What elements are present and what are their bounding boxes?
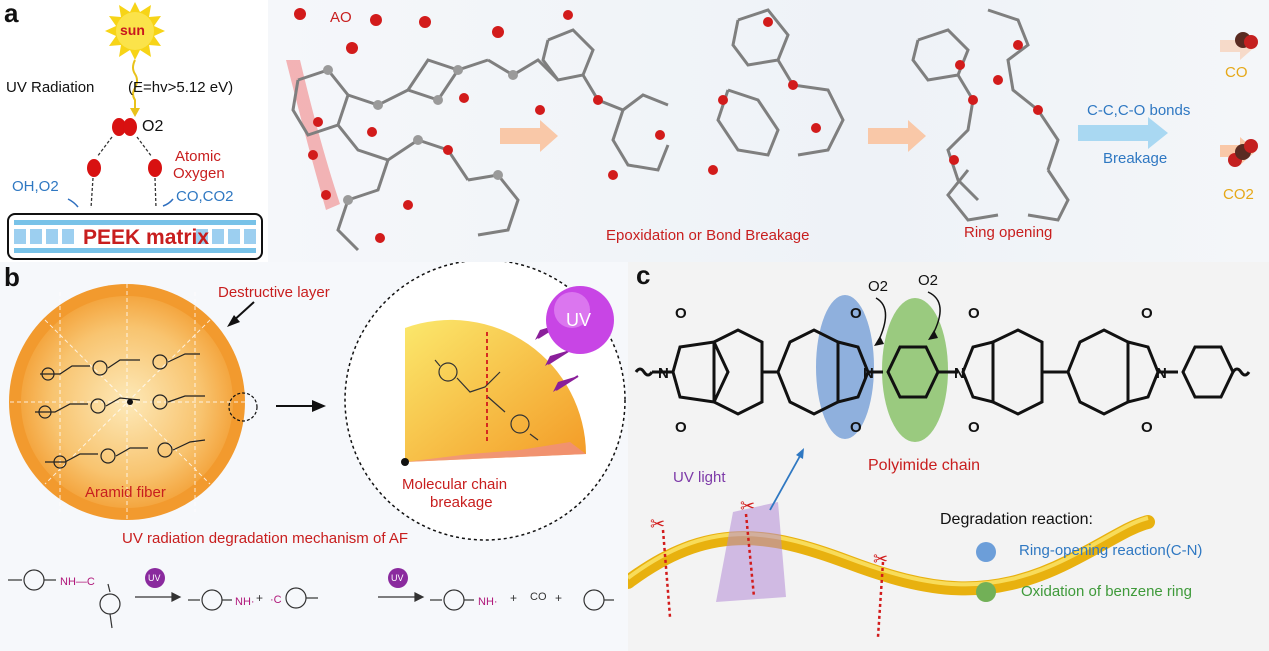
svg-text:✂: ✂ [740,496,755,516]
svg-text:NH·: NH· [478,596,498,608]
peek-matrix-label: PEEK matrix [83,226,210,249]
co-product-label: CO [1225,64,1248,81]
chain-breakage-label-1: Molecular chain [402,476,508,493]
co-co2-left-label: CO,CO2 [176,188,234,205]
mechanism-title: UV radiation degradation mechanism of AF [122,530,408,547]
polyimide-structure [634,328,1251,416]
panel-a-schematic: a sun UV Radiation (E=hv>5.12 eV) O2 Ato… [0,0,268,262]
reaction-scheme [8,569,614,629]
benzene-oxidation-highlight [882,298,948,442]
legend-green-dot [976,582,996,602]
chain-breakage-label-2: breakage [430,494,493,511]
bonds-label: C-C,C-O bonds [1087,102,1191,119]
aramid-fiber-cross-section [9,284,258,520]
o2-label-2: O2 [918,272,939,289]
atomic-oxygen-label-1: Atomic [175,148,221,165]
uv-light-beam [716,502,786,602]
plus-sign-3: + [555,591,563,605]
svg-text:✂: ✂ [873,549,888,569]
destructive-layer-label: Destructive layer [218,284,330,301]
uv-small-label-2: UV [391,573,404,583]
epoxidation-label: Epoxidation or Bond Breakage [606,227,810,244]
svg-text:O: O [850,305,862,322]
svg-text:N: N [658,365,669,382]
panel-b-graphic: NH—C NH· ·C NH· [8,262,626,629]
svg-text:O: O [850,419,862,436]
panel-a-label: a [4,0,19,28]
legend-blue-dot [976,542,996,562]
oh-o2-label: OH,O2 [12,178,59,195]
uv-light-label: UV light [673,469,726,486]
ring-opening-label: Ring opening [964,224,1053,241]
svg-text:✂: ✂ [650,514,665,534]
ring-opening-highlight [816,295,874,439]
legend-green-label: Oxidation of benzene ring [1021,583,1192,600]
fiber-sector [405,319,586,462]
sun-label: sun [120,22,145,38]
aramid-fiber-label: Aramid fiber [85,484,166,501]
svg-text:O: O [968,305,980,322]
panel-a-schematic-graphic [7,2,263,260]
svg-text:NH·: NH· [235,596,255,608]
panel-b: NH—C NH· ·C NH· b Destructive layer Aram… [0,262,628,651]
uv-small-icon [388,568,408,588]
svg-text:O: O [675,419,687,436]
svg-text:O: O [968,419,980,436]
legend-blue-label: Ring-opening reaction(C-N) [1019,542,1203,559]
svg-text:N: N [1156,365,1167,382]
o2-label-1: O2 [868,278,889,295]
panel-c-graphic: O O N O O N O O N O O N ✂ ✂ ✂ [628,291,1251,638]
svg-text:NH—C: NH—C [60,576,95,588]
uv-radiation-label: UV Radiation [6,79,95,96]
scissors-icon: ✂ ✂ ✂ [650,496,888,569]
uv-sphere-label: UV [566,310,592,330]
peek-molecule [291,58,560,252]
co2-product-label: CO2 [1223,186,1254,203]
uv-small-icon [145,568,165,588]
ao-label: AO [330,9,352,26]
breakage-label: Breakage [1103,150,1168,167]
plus-sign-2: + [510,591,518,605]
uv-small-label-1: UV [148,573,161,583]
o2-label: O2 [142,118,164,135]
panel-a-reaction-graphic [286,8,1258,252]
panel-c: O O N O O N O O N O O N ✂ ✂ ✂ c O2 [628,262,1269,651]
svg-text:N: N [863,365,874,382]
sun-icon [105,2,165,60]
degradation-title: Degradation reaction: [940,511,1093,528]
panel-a-reaction: AO Epoxidation or Bond Breakage Ring ope… [268,0,1269,262]
panel-c-label: c [636,262,651,290]
co-product-text: CO [530,591,547,603]
energy-label: (E=hv>5.12 eV) [128,79,234,96]
polyimide-chain-label: Polyimide chain [868,457,981,474]
polymer-fiber [628,515,1155,596]
svg-text:O: O [675,305,687,322]
svg-text:O: O [1141,305,1153,322]
svg-text:O: O [1141,419,1153,436]
panel-b-label: b [4,262,20,292]
plus-sign-1: + [256,591,264,605]
svg-text:·C: ·C [270,594,282,606]
svg-text:N: N [954,365,965,382]
atomic-oxygen-label-2: Oxygen [173,165,225,182]
